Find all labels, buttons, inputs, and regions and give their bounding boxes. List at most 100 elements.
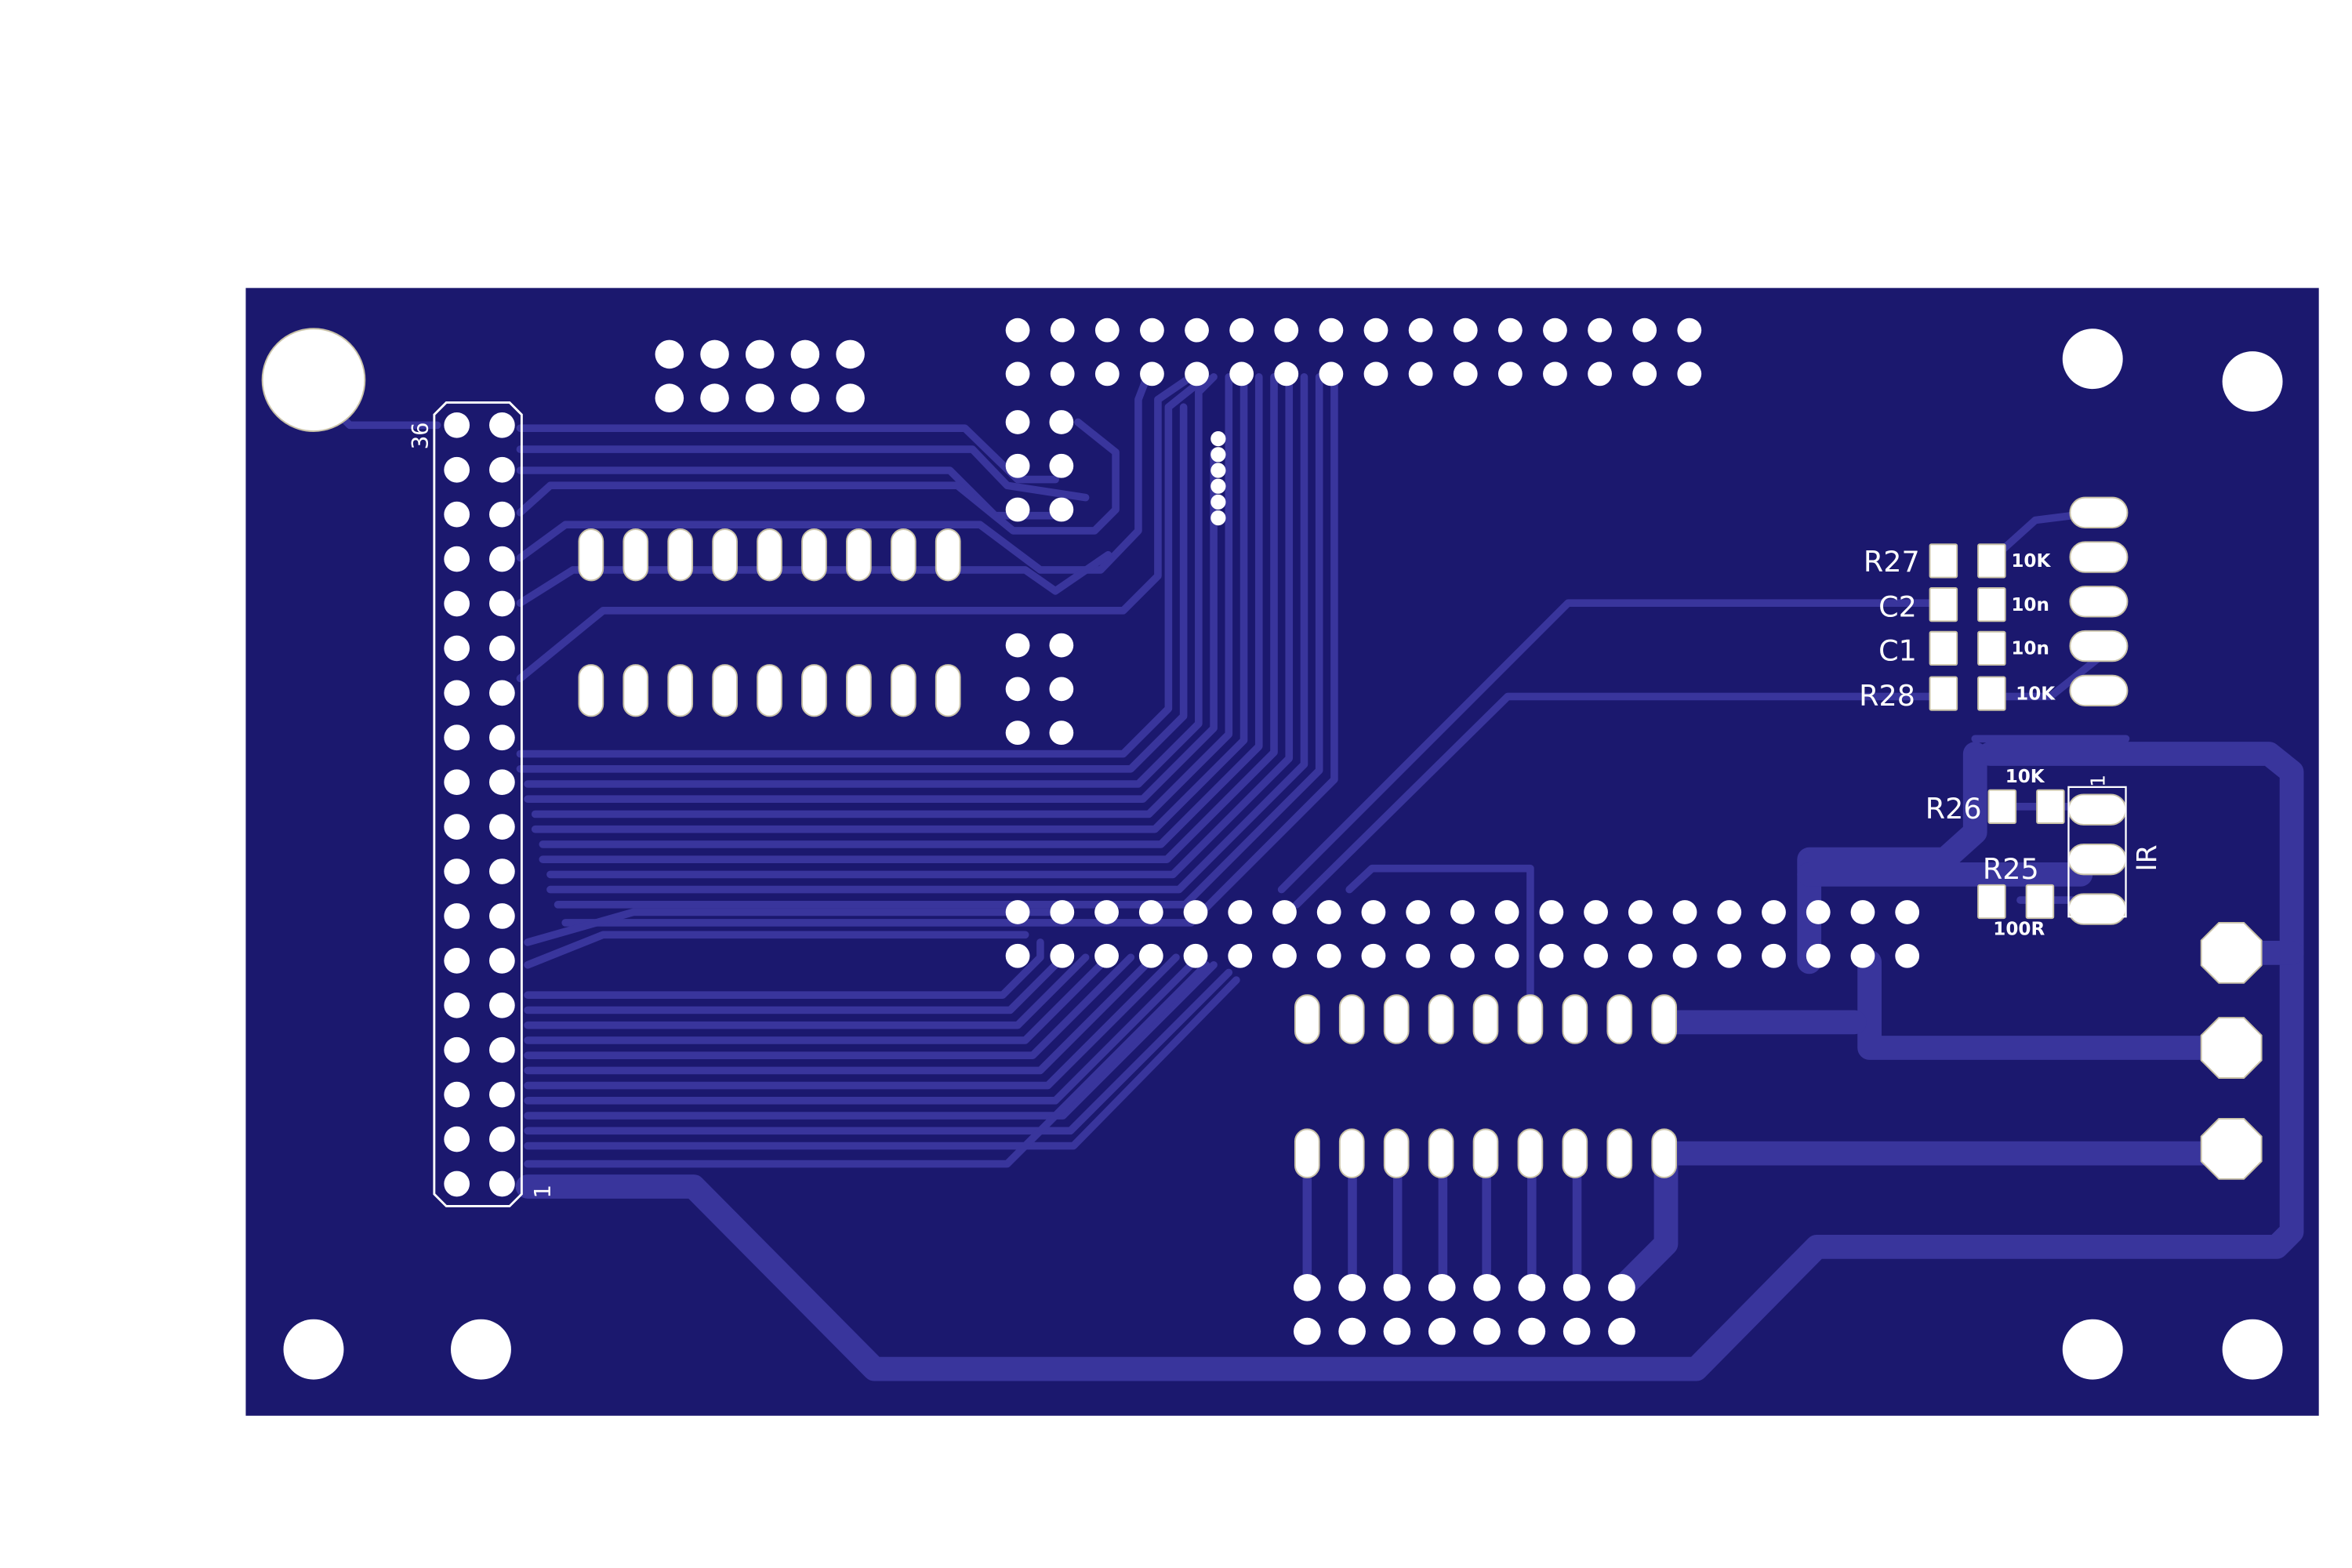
connector-pad — [1806, 900, 1831, 924]
header-pad — [444, 858, 470, 884]
connector-pad — [1005, 410, 1030, 434]
connector-pad — [1850, 943, 1875, 968]
via-pad — [1210, 431, 1226, 447]
header-pad — [489, 501, 515, 528]
dip-ic-pin — [667, 664, 694, 717]
header-pin-1-label: 1 — [529, 1185, 556, 1198]
dip-ic-pin — [578, 528, 604, 582]
copper-traces — [310, 372, 2130, 1168]
connector-pad — [1185, 318, 1209, 343]
dip-ic-pin — [1562, 1128, 1588, 1178]
connector-pad — [1005, 497, 1030, 522]
dip-ic-pin — [1428, 994, 1454, 1044]
small-header-pad — [836, 383, 865, 412]
smd-pad — [2025, 884, 2055, 920]
c2-ref-label: C2 — [1878, 590, 1917, 624]
connector-pad — [1274, 361, 1299, 387]
smd-pad — [1929, 587, 1958, 622]
lower-header-pad — [1338, 1317, 1366, 1345]
dip-ic-pin — [622, 528, 649, 582]
connector-pad — [1494, 943, 1519, 968]
oval-header-pad — [2069, 630, 2129, 662]
r27-value-label: 10K — [2011, 551, 2051, 572]
connector-pad — [1138, 943, 1163, 968]
connector-pad — [1316, 900, 1341, 924]
dip-ic-pin — [1606, 994, 1633, 1044]
main-header-outline — [433, 401, 523, 1207]
connector-pad — [1543, 361, 1567, 387]
header-pad — [489, 456, 515, 483]
lower-header-pad — [1383, 1317, 1411, 1345]
dip-ic-pin — [1383, 994, 1410, 1044]
ir-sensor-pad — [2067, 843, 2127, 876]
header-pad — [489, 903, 515, 929]
dip-ic-pin — [757, 664, 782, 717]
connector-pad — [1005, 677, 1030, 702]
smd-pad — [1987, 789, 2017, 824]
mounting-hole — [2062, 1319, 2123, 1380]
lower-header-pad — [1338, 1274, 1366, 1301]
connector-pad — [1363, 361, 1388, 387]
lower-header-pad — [1608, 1274, 1635, 1301]
connector-pad — [1762, 943, 1786, 968]
connector-pad — [1005, 633, 1030, 658]
mounting-hole — [451, 1319, 511, 1380]
connector-pad — [1453, 318, 1478, 343]
header-pad — [444, 635, 470, 662]
dip-ic-pin — [846, 664, 872, 717]
dip-ic-pin — [1338, 1128, 1365, 1178]
mounting-hole — [2222, 1319, 2283, 1380]
r26-ref-label: R26 — [1926, 792, 1982, 826]
pads-layer — [261, 318, 2283, 1380]
header-pad — [489, 814, 515, 840]
connector-pad — [1584, 943, 1608, 968]
connector-pad — [1677, 361, 1702, 387]
mounting-hole — [283, 1319, 344, 1380]
connector-pad — [1049, 497, 1074, 522]
dip-ic-pin — [578, 664, 604, 717]
connector-pad — [1361, 943, 1386, 968]
smd-pad — [1977, 630, 2006, 666]
dip-ic-pin — [712, 528, 738, 582]
connector-pad — [1272, 900, 1297, 924]
connector-pad — [1494, 900, 1519, 924]
dip-ic-pin — [890, 664, 916, 717]
ir-pin-1-label: 1 — [2087, 775, 2110, 787]
smd-pad — [1929, 543, 1958, 579]
header-pad — [444, 992, 470, 1018]
dip-ic-pin — [1606, 1128, 1633, 1178]
smd-pad — [1977, 676, 2006, 711]
header-pad — [489, 412, 515, 438]
lower-header-pad — [1294, 1274, 1321, 1301]
small-header-pad — [790, 339, 820, 369]
dip-ic-pin — [890, 528, 916, 582]
connector-pad — [1806, 943, 1831, 968]
connector-pad — [1361, 900, 1386, 924]
connector-pad — [1229, 361, 1254, 387]
connector-pad — [1140, 318, 1164, 343]
ir-sensor-outline — [2067, 786, 2127, 918]
connector-pad — [1497, 361, 1523, 387]
dip-ic-pin — [935, 664, 961, 717]
connector-pad — [1274, 318, 1299, 343]
connector-pad — [1229, 318, 1254, 343]
connector-pad — [1005, 943, 1030, 968]
connector-pad — [1050, 318, 1075, 343]
header-pad — [489, 948, 515, 974]
lower-header-pad — [1473, 1317, 1501, 1345]
connector-pad — [1717, 900, 1742, 924]
oval-header-pad — [2069, 541, 2129, 573]
connector-pad — [1050, 361, 1075, 387]
smd-pad — [1929, 676, 1958, 711]
mounting-hole — [261, 328, 366, 432]
connector-pad — [1632, 318, 1657, 343]
mounting-hole — [2062, 328, 2123, 390]
smd-pad — [1977, 884, 2006, 920]
oval-header-pad — [2069, 674, 2129, 706]
lower-header-pad — [1518, 1274, 1546, 1301]
header-pad — [489, 1036, 515, 1063]
lower-header-pad — [1428, 1274, 1456, 1301]
connector-pad — [1138, 900, 1163, 924]
connector-pad — [1319, 361, 1344, 387]
lower-header-pad — [1294, 1317, 1321, 1345]
